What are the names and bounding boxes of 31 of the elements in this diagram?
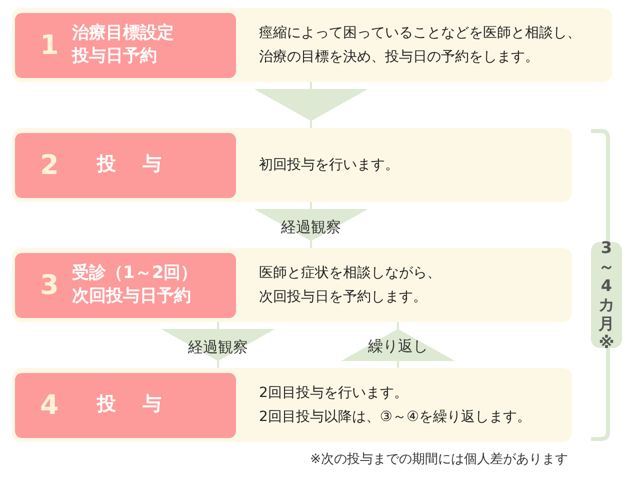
duration-text: 3～4カ月※ [598, 238, 615, 352]
step-label-box [15, 13, 236, 78]
step-number: 3 [40, 272, 59, 299]
step-title: 受診（1～2回）次回投与日予約 [72, 262, 199, 308]
edge-label: 経過観察 [281, 218, 341, 236]
step-description: 2回目投与以降は、③～④を繰り返します。 [259, 408, 532, 427]
step-number: 1 [40, 32, 59, 59]
step-title: 投与 [97, 153, 188, 176]
step-card [12, 8, 612, 82]
footnote: ※次の投与までの期間には個人差があります [310, 452, 568, 468]
step-title: 投与 [97, 393, 188, 416]
step-card [12, 248, 572, 322]
step-description: 2回目投与を行います。 [259, 384, 409, 403]
step-description: 医師と症状を相談しながら、次回投与日を予約します。 [259, 264, 442, 307]
chevron-arrow [254, 202, 368, 248]
step-description: 痙縮によって困っていることなどを医師と相談し、治療の目標を決め、投与日の予約をします。 [259, 24, 582, 67]
step-description: 初回投与を行います。 [259, 156, 400, 175]
chevron-arrow [341, 322, 455, 368]
step-card [12, 128, 572, 202]
step-title: 治療目標設定投与日予約 [72, 22, 175, 68]
step-label-box [15, 253, 236, 318]
duration-badge [591, 242, 622, 348]
step-number: 4 [40, 392, 59, 419]
step-card [12, 368, 572, 442]
chevron-arrow [254, 82, 368, 128]
edge-label: 繰り返し [368, 337, 428, 355]
edge-label: 経過観察 [188, 338, 248, 356]
step-label-box [15, 373, 236, 438]
chevron-arrow [161, 322, 275, 368]
step-label-box [15, 133, 236, 198]
step-number: 2 [40, 152, 59, 179]
